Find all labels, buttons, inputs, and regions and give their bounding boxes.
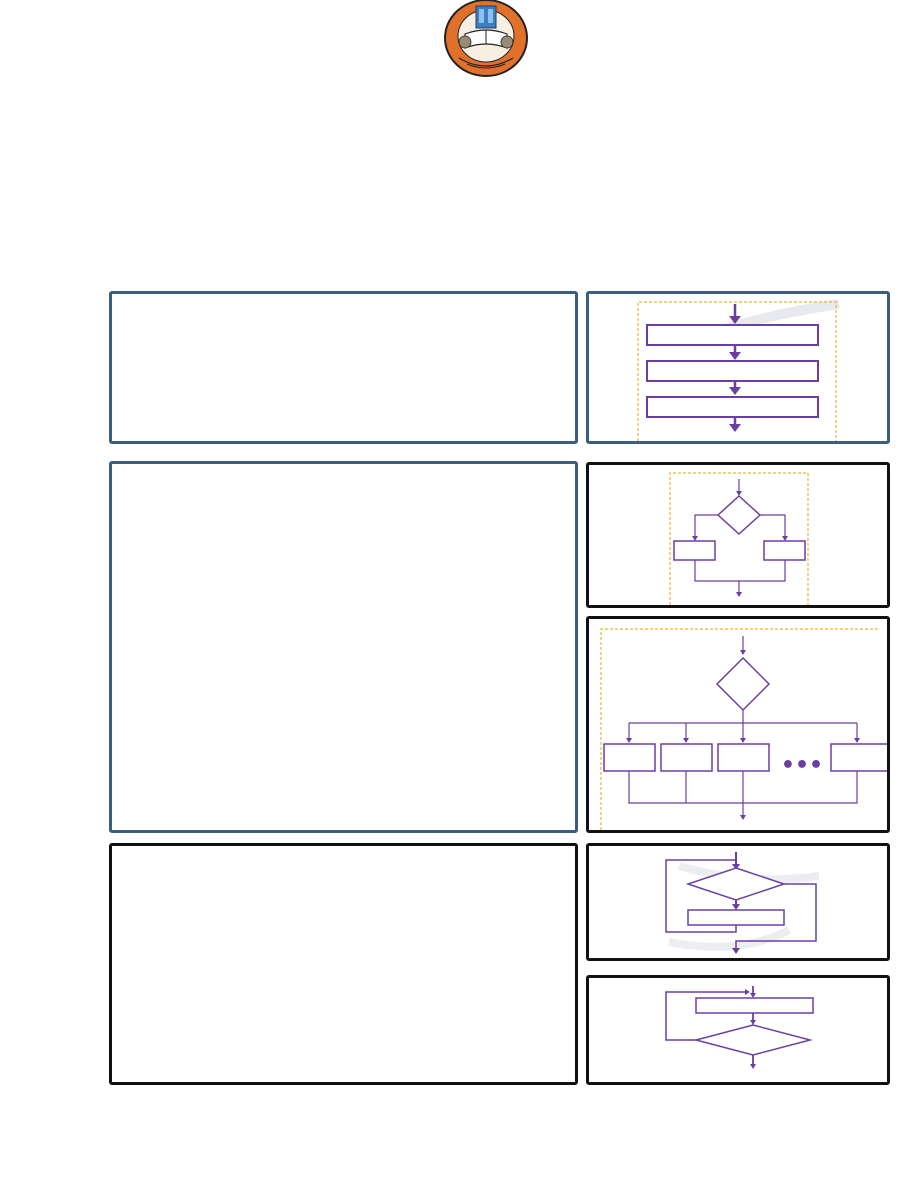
if-else-diagram-panel: [586, 462, 890, 608]
switch-diagram-panel: •••: [586, 616, 890, 833]
while-loop-diagram-panel: [586, 843, 890, 961]
sequence-flowchart-icon: [637, 299, 840, 441]
more-cases-ellipsis: •••: [781, 753, 823, 778]
guide-frame: [669, 472, 809, 605]
case-box-1: [603, 743, 656, 772]
false-branch-box: [763, 540, 806, 561]
process-box-3: [646, 396, 819, 418]
selection-text-panel: [109, 461, 578, 833]
guide-frame: [600, 628, 879, 830]
sequence-diagram-panel: [586, 291, 890, 444]
case-box-3: [717, 743, 770, 772]
switch-flowchart-icon: •••: [600, 628, 887, 830]
loop-condition-diamond: [693, 1024, 813, 1056]
process-box-1: [646, 324, 819, 346]
decision-diamond: [715, 656, 771, 712]
loop-text-panel: [109, 843, 578, 1085]
true-branch-box: [673, 540, 716, 561]
university-seal-logo: [443, 0, 529, 80]
guide-frame: [637, 301, 837, 441]
decision-diamond: [716, 494, 762, 536]
university-seal-icon: [444, 0, 528, 77]
do-while-loop-flowchart-icon: [665, 986, 814, 1069]
loop-body-box: [687, 909, 785, 926]
while-loop-flowchart-icon: [665, 852, 820, 954]
if-else-flowchart-icon: [669, 472, 809, 605]
loop-body-box: [695, 997, 814, 1014]
process-box-2: [646, 360, 819, 382]
sequence-text-panel: [109, 291, 578, 444]
do-while-loop-diagram-panel: [586, 975, 890, 1085]
case-box-n: [830, 743, 887, 772]
case-box-2: [660, 743, 713, 772]
